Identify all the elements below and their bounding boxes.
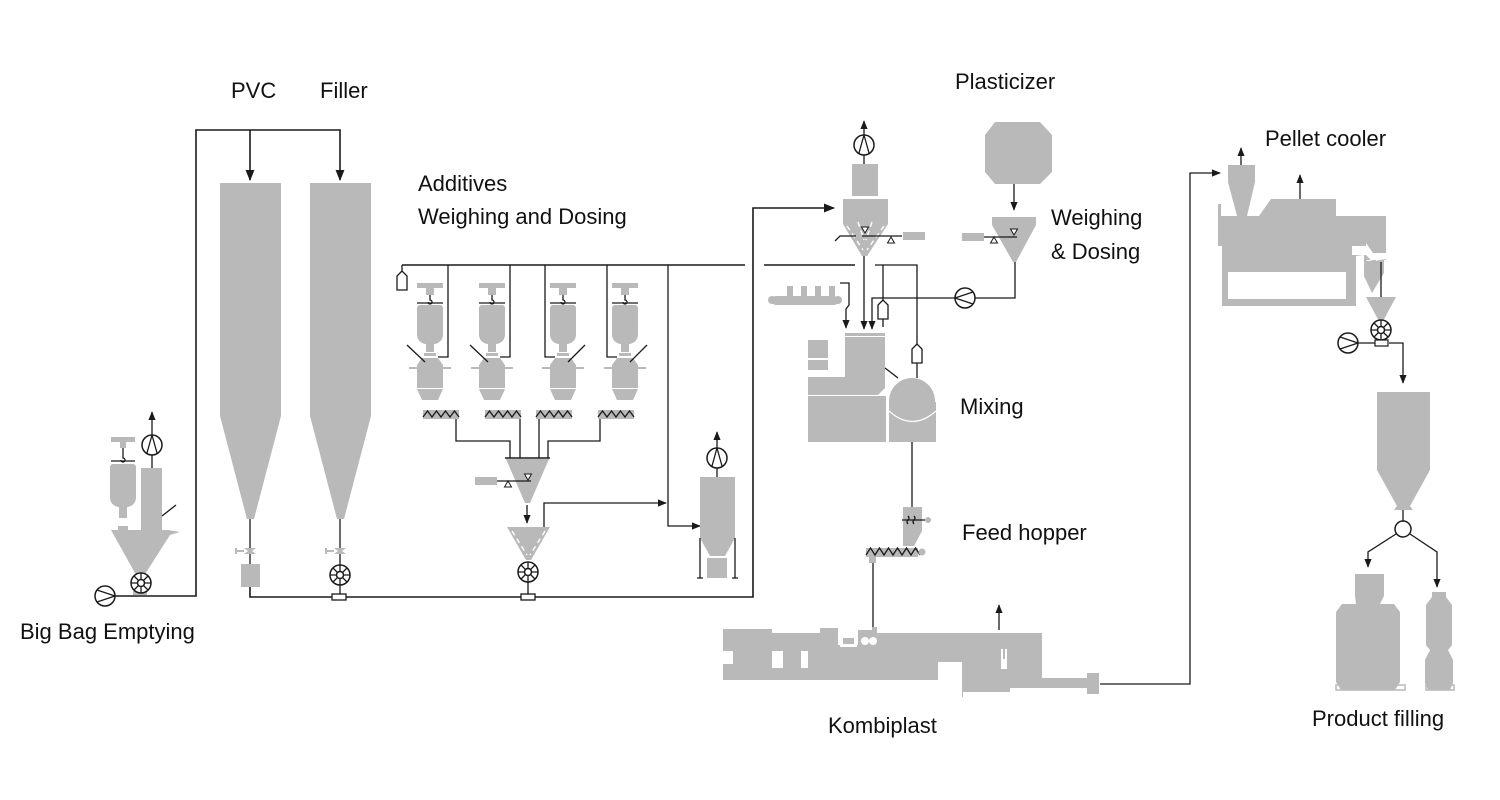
rotary-valve-icon bbox=[517, 561, 539, 583]
rotary-valve-icon bbox=[130, 572, 152, 594]
filler-silo bbox=[310, 183, 371, 519]
slide-gate-pvc bbox=[235, 548, 256, 554]
bag-filling bbox=[1425, 592, 1455, 691]
label-filler: Filler bbox=[320, 78, 368, 103]
filter-icon bbox=[877, 299, 889, 320]
rotary-valve-icon bbox=[329, 564, 351, 586]
label-pellet-cooler: Pellet cooler bbox=[1265, 126, 1386, 151]
kombiplast-extruder bbox=[719, 627, 1099, 697]
label-weighing-and-dosing: Weighing and Dosing bbox=[418, 204, 627, 229]
additive-station-1 bbox=[408, 282, 452, 401]
additive-dust-filter bbox=[697, 477, 738, 579]
filter-icon bbox=[911, 343, 923, 364]
diverter-icon bbox=[1394, 520, 1412, 538]
label-weighing: Weighing bbox=[1051, 205, 1142, 230]
filter-icon bbox=[396, 270, 408, 291]
label-product-filling: Product filling bbox=[1312, 706, 1444, 731]
blower-icon bbox=[141, 434, 163, 456]
pellet-hopper bbox=[1366, 297, 1396, 323]
belt-conveyor bbox=[768, 282, 850, 329]
pellet-cooler-unit bbox=[1218, 165, 1386, 306]
scale-icon bbox=[990, 236, 998, 244]
rotary-valve-icon bbox=[1370, 319, 1392, 341]
plasticizer-tank bbox=[985, 122, 1052, 184]
screw-conveyor-icon bbox=[422, 409, 635, 419]
blower-icon bbox=[706, 447, 728, 469]
additive-station-4 bbox=[603, 282, 647, 401]
pump-icon bbox=[954, 287, 976, 309]
pump-icon bbox=[1337, 332, 1359, 354]
label-pvc: PVC bbox=[231, 78, 276, 103]
additive-station-2 bbox=[470, 282, 514, 401]
product-silo bbox=[1377, 392, 1430, 510]
pvc-dosing-box bbox=[241, 564, 260, 587]
label-kombiplast: Kombiplast bbox=[828, 713, 937, 738]
pump-icon bbox=[94, 585, 116, 607]
label-feed-hopper: Feed hopper bbox=[962, 520, 1087, 545]
scale-icon bbox=[504, 480, 512, 488]
blower-icon bbox=[853, 134, 875, 156]
mixer-filter bbox=[852, 164, 878, 196]
label-big-bag-emptying: Big Bag Emptying bbox=[20, 619, 195, 644]
cooling-mixer bbox=[884, 367, 937, 442]
label-and-dosing: & Dosing bbox=[1051, 239, 1140, 264]
motor-icon bbox=[925, 517, 931, 523]
octabin-filling bbox=[1335, 574, 1406, 691]
feed-hopper-unit bbox=[865, 507, 931, 563]
scale-icon bbox=[887, 236, 895, 244]
label-additives: Additives bbox=[418, 171, 507, 196]
hot-mixer bbox=[808, 333, 886, 442]
plasticizer-weigh-hopper bbox=[992, 217, 1036, 262]
pvc-silo bbox=[220, 183, 281, 519]
label-plasticizer: Plasticizer bbox=[955, 69, 1055, 94]
additive-mix-hopper bbox=[507, 527, 550, 560]
big-bag-emptying-unit bbox=[110, 437, 180, 595]
slide-gate-filler bbox=[325, 548, 346, 554]
additive-station-3 bbox=[541, 282, 585, 401]
label-mixing: Mixing bbox=[960, 394, 1024, 419]
